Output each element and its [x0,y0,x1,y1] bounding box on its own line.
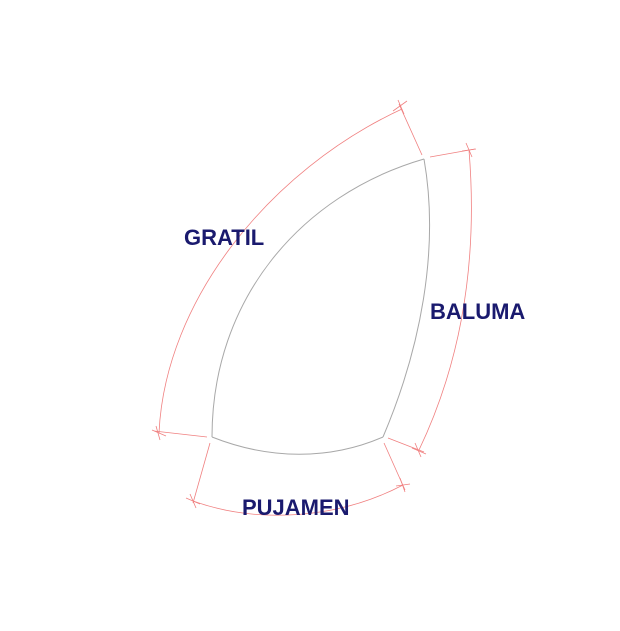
foot-tick-clew-1 [395,483,411,487]
sail-leech-edge [382,158,431,438]
leech-tick-clew-1 [411,447,427,455]
sail-luff-edge [211,158,425,438]
leech-tick-head-2 [465,142,473,158]
foot-tick-tack-2 [189,493,197,509]
luff-tick-head-1 [392,100,408,112]
luff-tick-tack-1 [151,429,167,437]
foot-extension-tack [192,442,211,504]
leech-tick-clew-2 [414,442,422,458]
leech-label: BALUMA [430,299,525,324]
foot-dimension-arc [192,484,404,516]
luff-extension-head [398,103,423,156]
leech-extension-clew [387,437,425,453]
foot-dimension [185,442,411,516]
sail-foot-edge [211,436,384,455]
luff-dimension-arc [158,108,403,434]
foot-tick-clew-2 [399,477,406,493]
luff-tick-tack-2 [155,425,161,441]
foot-label: PUJAMEN [242,495,350,520]
luff-label: GRATIL [184,225,264,250]
leech-dimension [387,142,477,458]
luff-dimension [151,99,423,441]
luff-tick-head-2 [397,99,405,115]
luff-extension-tack [153,430,208,438]
leech-dimension-arc [418,149,472,451]
